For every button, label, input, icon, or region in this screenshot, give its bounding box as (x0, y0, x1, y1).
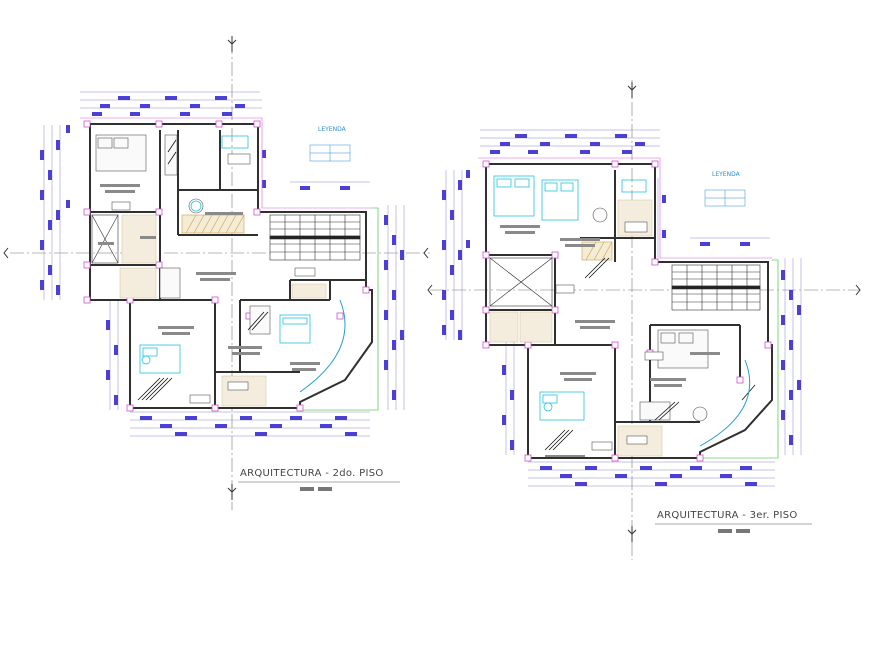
small-stairs (544, 257, 756, 451)
plan-2do-piso (40, 91, 405, 437)
legend-title-3er-piso: LEYENDA (712, 171, 740, 178)
void-cross (489, 257, 553, 307)
furniture (592, 207, 709, 422)
legend-box (704, 189, 746, 207)
bath-tiles (119, 214, 327, 407)
curved-wall (699, 359, 751, 447)
plan-title-3er-piso: ARQUITECTURA - 3er. PISO (657, 510, 798, 521)
axis-lines (10, 40, 860, 560)
fixtures (493, 175, 647, 421)
room-label-bars (98, 184, 320, 371)
legend-title-2do-piso: LEYENDA (318, 126, 346, 133)
hatched-areas (181, 214, 245, 234)
section-arrow-icon (3, 36, 861, 542)
void-cross (91, 214, 119, 264)
terrace-outline (690, 259, 779, 459)
dimension-tags (40, 96, 404, 436)
dimension-tags (442, 134, 801, 486)
staircase (269, 214, 361, 261)
exterior-line (80, 117, 372, 209)
curved-wall (299, 299, 346, 393)
plan-title-2do-piso: ARQUITECTURA - 2do. PISO (240, 468, 384, 479)
plan-3er-piso (442, 129, 802, 487)
furniture (95, 134, 271, 335)
door-tags (555, 221, 664, 451)
walls (485, 163, 773, 459)
small-stairs (137, 139, 269, 401)
terrace-outline (300, 207, 379, 411)
door-tags (111, 153, 316, 404)
columns (83, 120, 370, 412)
fixtures (139, 135, 311, 374)
staircase (671, 264, 761, 311)
title-underlines (238, 481, 812, 525)
room-label-bars (500, 225, 720, 457)
legend-box (309, 144, 351, 162)
exterior-line (478, 157, 772, 259)
scale-bars (300, 487, 750, 533)
